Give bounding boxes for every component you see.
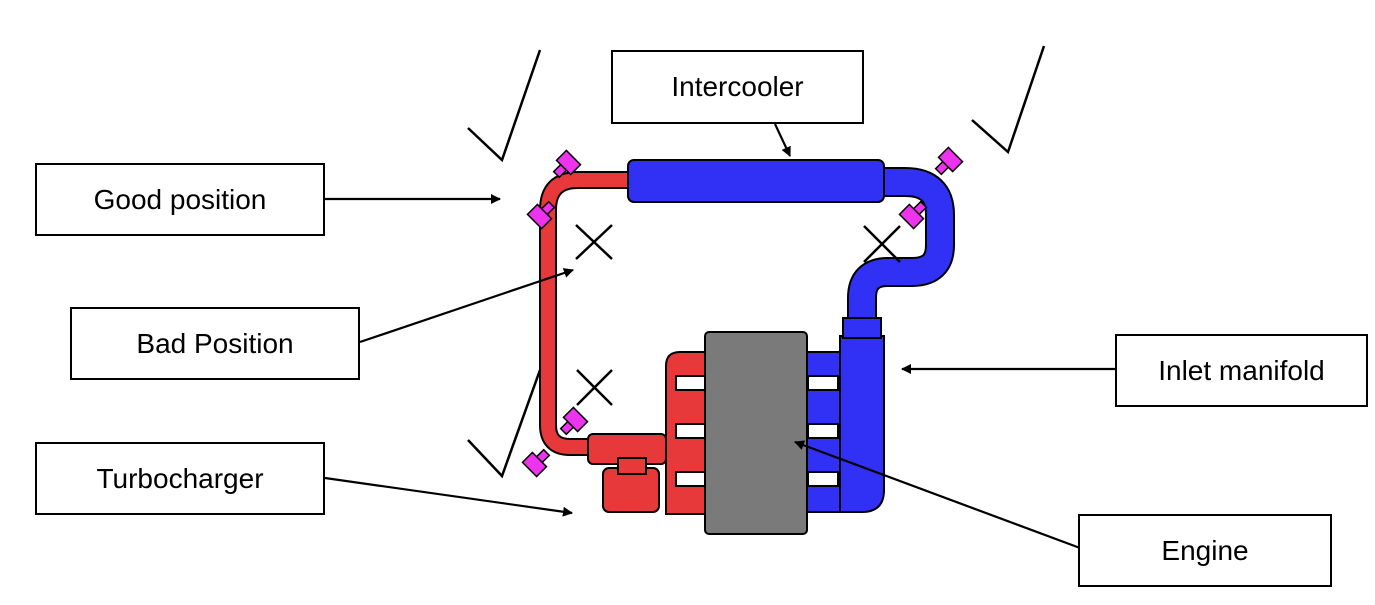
bad-position-label: Bad Position (70, 307, 360, 380)
turbocharger-label: Turbocharger (35, 442, 325, 515)
sensor-top-left-good (552, 149, 582, 179)
cold-pipe (847, 167, 955, 322)
sensor-bottom-left-bad (559, 406, 589, 436)
sensor-bottom-left-good (521, 448, 551, 478)
arrow-intercooler (774, 123, 791, 157)
check-mark-top-right (971, 45, 1046, 155)
arrow-bad-position (359, 268, 574, 344)
cross-mark-right (863, 225, 901, 263)
engine-block (704, 331, 808, 535)
cross-mark-upper-left (575, 224, 613, 260)
check-mark-top-left (467, 49, 542, 163)
intercooler-core (627, 159, 885, 203)
turbocharger (587, 433, 667, 513)
sensor-top-left-bad (526, 200, 556, 230)
inlet-manifold-label: Inlet manifold (1115, 334, 1368, 407)
engine-label: Engine (1078, 514, 1332, 587)
arrow-turbocharger (324, 476, 573, 517)
arrow-engine (794, 440, 1081, 550)
check-mark-bottom-left (467, 369, 542, 479)
leader-arrows (324, 123, 1115, 550)
exhaust-manifold (665, 351, 713, 515)
good-position-label: Good position (35, 163, 325, 236)
cross-mark-lower-left (576, 369, 613, 406)
inlet-manifold-part (799, 317, 885, 513)
hot-pipe (539, 171, 632, 456)
sensor-top-right-good (934, 146, 964, 176)
intercooler-label: Intercooler (611, 50, 864, 124)
sensor-top-right-bad (898, 200, 928, 230)
